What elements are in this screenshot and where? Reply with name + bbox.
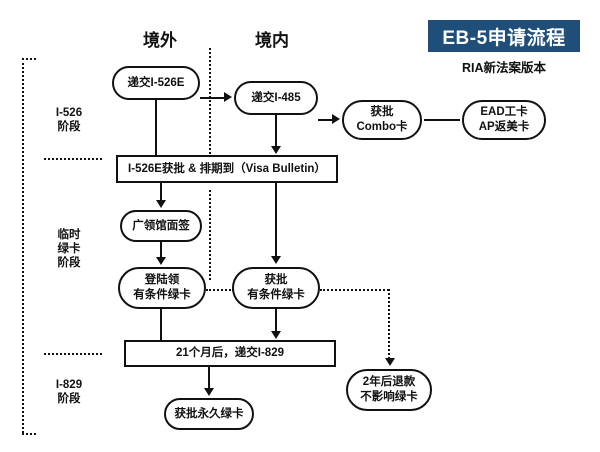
node-permanent-green-card[interactable]: 获批永久绿卡 (164, 398, 254, 430)
lane-divider-lower (209, 190, 211, 280)
edge-i485-to-approved (275, 115, 277, 147)
edge-approved-to-consulate (160, 183, 162, 201)
edge-i526e-to-approved (155, 100, 157, 155)
stage-bracket-bottom-tick (22, 433, 36, 435)
edge-land-to-conditional-dotted (206, 289, 234, 291)
edge-conditional-to-refund-dotted-v (388, 289, 390, 359)
edge-i485-to-combo (318, 119, 334, 121)
edge-combo-to-ead-ap (424, 119, 460, 121)
node-i526e-approved[interactable]: I-526E获批 & 排期到（Visa Bulletin） (116, 155, 338, 183)
stage-bracket-top-tick (22, 58, 36, 60)
node-consulate-interview[interactable]: 广领馆面签 (120, 210, 202, 242)
stage-label-i526: I-526 阶段 (55, 107, 83, 133)
stage-separator-2 (44, 353, 102, 355)
node-ead-ap[interactable]: EAD工卡 AP返美卡 (462, 100, 546, 140)
title-banner: EB-5申请流程 (428, 20, 580, 52)
node-combo-approved[interactable]: 获批 Combo卡 (342, 100, 422, 140)
edge-conditional-to-refund-arrowhead (385, 358, 395, 366)
edge-consulate-to-land (160, 242, 162, 258)
edge-land-to-i829 (160, 309, 162, 340)
edge-i829-to-permanent (208, 367, 210, 389)
title-subtitle: RIA新法案版本 (461, 61, 547, 75)
edge-i829-to-permanent-arrowhead (204, 388, 214, 396)
edge-conditional-to-i829 (275, 309, 277, 332)
edge-consulate-to-land-arrowhead (156, 257, 166, 265)
stage-label-temp-green-card: 临时 绿卡 阶段 (57, 229, 81, 269)
stage-label-i829: I-829 阶段 (55, 379, 83, 405)
node-submit-i526e[interactable]: 递交I-526E (112, 66, 200, 100)
node-land-conditional-green-card[interactable]: 登陆领 有条件绿卡 (118, 267, 206, 309)
column-header-domestic: 境内 (255, 31, 289, 50)
node-submit-i829[interactable]: 21个月后，递交I-829 (124, 340, 336, 367)
node-approved-conditional-green-card[interactable]: 获批 有条件绿卡 (232, 267, 320, 309)
edge-approved-to-consulate-arrowhead (156, 200, 166, 208)
node-submit-i485[interactable]: 递交I-485 (234, 81, 318, 115)
edge-i526e-to-i485 (200, 97, 226, 99)
lane-divider-upper (209, 48, 211, 166)
edge-i485-to-combo-arrowhead (332, 114, 340, 124)
edge-approved-to-conditional (275, 183, 277, 257)
edge-approved-to-conditional-arrowhead (271, 256, 281, 264)
stage-separator-1 (44, 158, 102, 160)
edge-i526e-to-i485-arrowhead (224, 92, 232, 102)
stage-bracket-line (22, 58, 24, 433)
edge-conditional-to-i829-arrowhead (271, 331, 281, 339)
column-header-overseas: 境外 (143, 31, 177, 50)
edge-i485-to-approved-arrowhead (271, 146, 281, 154)
edge-conditional-to-refund-dotted-h (320, 289, 389, 291)
node-refund-2-years[interactable]: 2年后退款 不影响绿卡 (346, 369, 432, 411)
